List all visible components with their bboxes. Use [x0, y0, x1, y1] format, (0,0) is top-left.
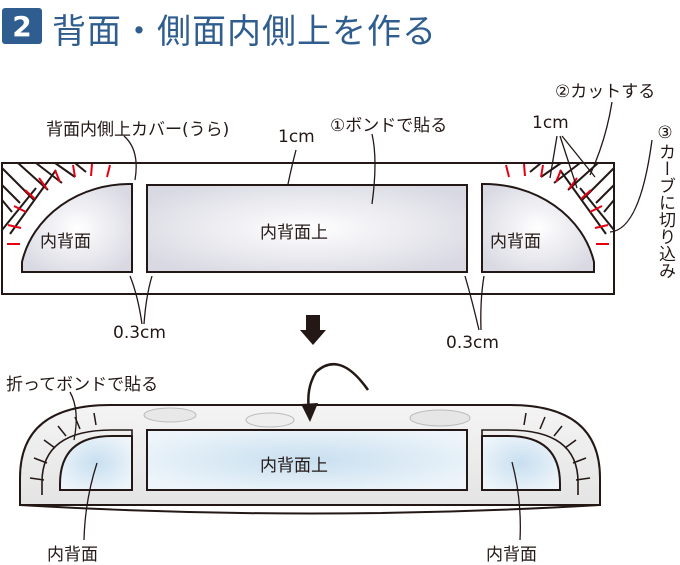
panel-left-bottom: [59, 435, 133, 491]
cut-corner-left: [1, 162, 87, 235]
panel-center-bottom: [146, 429, 468, 491]
leader-seam-r2: [559, 135, 578, 189]
leader-gap-left-2: [143, 275, 153, 325]
bottom-diagram: [19, 362, 601, 541]
fold-label: 折ってボンドで貼る: [6, 375, 159, 395]
panel-left-bottom-label: 内背面: [47, 545, 98, 565]
leader-gap-right-2: [480, 275, 485, 331]
leader-bottom-right: [511, 461, 521, 541]
panel-center-bottom-label: 内背面上: [260, 456, 328, 476]
leader-seam-top: [287, 149, 297, 185]
gap-label-right: 0.3cm: [446, 333, 499, 353]
cut-label: ②カットする: [555, 82, 656, 102]
leader-cut: [589, 101, 613, 176]
fold-notches-right: [523, 412, 591, 481]
notch-label: ③カーブに切り込み: [655, 123, 675, 279]
panel-right-bottom: [481, 435, 561, 491]
step-number-badge: 2: [2, 8, 42, 44]
leader-gap-left-1: [129, 275, 143, 325]
glue-label: ①ボンドで貼る: [330, 116, 448, 136]
cover-label: 背面内側上カバー(うら): [46, 120, 230, 140]
page-title: 背面・側面内側上を作る: [52, 12, 437, 52]
gap-label-left: 0.3cm: [113, 323, 166, 343]
panel-right-top: [481, 182, 595, 273]
fold-arrow: [307, 362, 370, 411]
panel-center-top: [146, 184, 468, 273]
notches-right: [505, 163, 609, 245]
leader-seam-r3: [561, 135, 596, 178]
leader-glue: [371, 133, 376, 205]
leader-fold: [69, 391, 77, 441]
panel-left-top: [21, 182, 133, 273]
fold-arrowhead: [301, 403, 318, 422]
panel-center-top-label: 内背面上: [260, 223, 328, 243]
leader-bottom-left: [83, 462, 98, 541]
seam-label-right: 1cm: [532, 113, 569, 133]
leader-notch: [609, 139, 653, 233]
panel-right-top-label: 内背面: [490, 232, 541, 252]
panel-left-top-label: 内背面: [40, 232, 91, 252]
leader-seam-r1: [549, 135, 558, 179]
leader-cover: [123, 135, 137, 181]
top-diagram: [1, 101, 653, 331]
panel-right-bottom-label: 内背面: [486, 545, 537, 565]
notches-left: [7, 163, 111, 245]
down-arrow: [300, 315, 326, 345]
seam-label-top: 1cm: [278, 127, 315, 147]
leader-gap-right-1: [464, 275, 480, 331]
